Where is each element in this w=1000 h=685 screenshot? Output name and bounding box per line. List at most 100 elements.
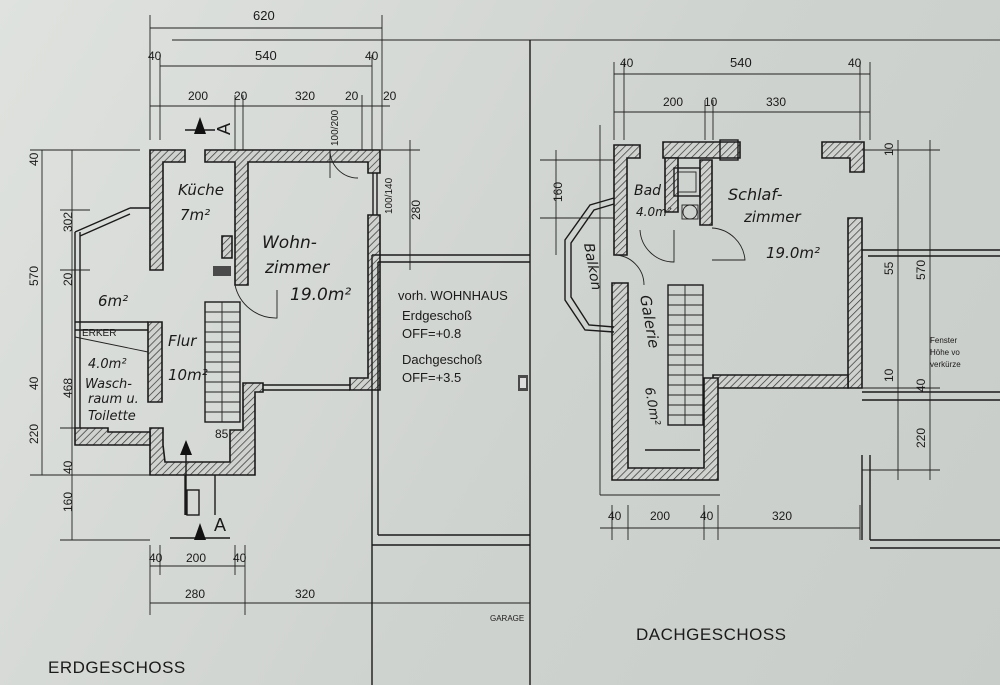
existing-house-title: vorh. WOHNHAUS <box>398 288 508 303</box>
ground-left-dim-9: 160 <box>61 492 75 512</box>
ground-bottom-wall-left: 40 <box>149 551 163 565</box>
attic-dim-inner: 540 <box>730 55 752 70</box>
right-neighbour-outline: Fenster Höhe vo verkürze <box>861 249 1000 549</box>
existing-house: vorh. WOHNHAUS Erdgeschoß OFF=+0.8 Dachg… <box>371 40 531 685</box>
window-note-line-2: Höhe vo <box>930 348 960 357</box>
existing-attic-label: Dachgeschoß <box>402 352 482 367</box>
hall-area: 10m² <box>168 366 208 384</box>
living-line-2: zimmer <box>264 258 330 278</box>
attic-left-dim-160: 160 <box>551 182 565 202</box>
bay-area: 6m² <box>98 292 128 310</box>
wc-line-3: Toilette <box>88 409 136 424</box>
section-mark-top: A <box>185 117 234 135</box>
ground-left-dim-2: 302 <box>61 212 75 232</box>
window-size-label: 100/140 <box>384 177 395 214</box>
ground-dim-inner: 540 <box>255 48 277 63</box>
ground-dim-seg-3: 320 <box>295 89 315 103</box>
ground-dim-seg-2: 20 <box>234 89 248 103</box>
attic-top-dimensions: 40 540 40 200 10 330 <box>613 55 871 140</box>
ground-left-dim-8: 40 <box>61 460 75 474</box>
attic-right-dim-4: 10 <box>882 368 896 382</box>
window-note-line-1: Fenster <box>930 336 957 345</box>
stair-label: 85 <box>215 427 229 441</box>
existing-ground-label: Erdgeschoß <box>402 308 472 323</box>
ground-bottom-right: 320 <box>295 587 315 601</box>
garage-label: GARAGE <box>490 614 524 623</box>
attic-dim-seg-1: 200 <box>663 95 683 109</box>
attic-right-dim-6: 220 <box>914 428 928 448</box>
entrance: A <box>170 440 230 540</box>
bath-area: 4.0m² <box>636 205 672 219</box>
section-mark-bottom-label: A <box>214 515 226 535</box>
ground-left-dim-7: 220 <box>27 424 41 444</box>
attic-left-dimensions: 160 <box>540 150 614 255</box>
ground-dim-seg-5: 20 <box>383 89 397 103</box>
attic-bottom-dim-2: 200 <box>650 509 670 523</box>
attic-right-dim-1: 10 <box>882 142 896 156</box>
gallery-area: 6.0m² <box>641 386 662 427</box>
attic-dim-seg-2: 10 <box>704 95 718 109</box>
ground-dim-seg-4: 20 <box>345 89 359 103</box>
ground-floor-plan: 620 540 40 40 200 20 320 20 20 A <box>27 8 1000 677</box>
kitchen-name: Küche <box>178 181 224 199</box>
attic-floor-title: DACHGESCHOSS <box>636 625 787 644</box>
attic-bottom-dim-4: 320 <box>772 509 792 523</box>
wc-line-1: Wasch- <box>85 377 132 392</box>
kitchen-area: 7m² <box>180 206 210 224</box>
bay-window <box>74 207 150 428</box>
gallery-name: Galerie <box>636 294 663 350</box>
ground-right-dim-280: 280 <box>409 200 423 220</box>
bath-name: Bad <box>634 183 661 199</box>
attic-dim-wall-left: 40 <box>620 56 634 70</box>
ground-left-dim-3: 570 <box>27 266 41 286</box>
ground-bottom-width: 200 <box>186 551 206 565</box>
attic-walls <box>611 141 865 481</box>
living-area: 19.0m² <box>290 285 351 305</box>
ground-bottom-left: 280 <box>185 587 205 601</box>
bay-label: ERKER <box>82 328 116 339</box>
bedroom-line-1: Schlaf- <box>728 185 783 204</box>
ground-floor-title: ERDGESCHOSS <box>48 658 186 677</box>
ground-left-dimensions: 40 302 570 20 468 40 220 40 160 <box>27 149 150 541</box>
bedroom-line-2: zimmer <box>743 208 801 226</box>
attic-floor-plan: 40 540 40 200 10 330 <box>540 55 1000 644</box>
window-note-line-3: verkürze <box>930 360 961 369</box>
living-line-1: Wohn- <box>262 233 317 253</box>
ground-stair: 85 <box>204 301 241 441</box>
bedroom-area: 19.0m² <box>766 244 820 262</box>
ground-left-dim-6: 40 <box>27 376 41 390</box>
bath-fixtures <box>639 167 746 263</box>
ground-room-labels: Küche 7m² Wohn- zimmer 19.0m² 6m² ERKER … <box>82 181 351 424</box>
hall-name: Flur <box>168 332 197 350</box>
ground-bottom-wall-right: 40 <box>233 551 247 565</box>
wc-line-2: raum u. <box>88 392 139 407</box>
existing-attic-level: OFF=+3.5 <box>402 370 461 385</box>
ground-top-dimensions: 620 540 40 40 200 20 320 20 20 <box>148 8 1000 150</box>
attic-dim-seg-3: 330 <box>766 95 786 109</box>
attic-right-dim-5: 40 <box>914 378 928 392</box>
section-mark-top-label: A <box>214 123 234 135</box>
ground-dim-wall-right: 40 <box>365 49 379 63</box>
attic-bottom-dimensions: 40 200 40 320 <box>600 505 861 540</box>
door-size-label: 100/200 <box>330 109 341 146</box>
wc-area: 4.0m² <box>88 357 127 372</box>
ground-bottom-dimensions: 40 200 40 280 320 <box>149 545 530 615</box>
ground-right-dimensions: 100/140 280 100/200 <box>330 109 423 270</box>
existing-ground-level: OFF=+0.8 <box>402 326 461 341</box>
ground-dim-seg-1: 200 <box>188 89 208 103</box>
ground-left-dim-1: 40 <box>27 152 41 166</box>
attic-dim-wall-right: 40 <box>848 56 862 70</box>
attic-stair <box>645 284 704 451</box>
balcony <box>564 197 645 333</box>
living-windows <box>234 149 378 391</box>
attic-right-dim-2: 55 <box>882 261 896 275</box>
ground-dim-overall: 620 <box>253 8 275 23</box>
ground-left-dim-4: 20 <box>61 272 75 286</box>
attic-right-dim-3: 570 <box>914 260 928 280</box>
balcony-name: Balkon <box>580 242 604 292</box>
ground-left-dim-5: 468 <box>61 378 75 398</box>
attic-bottom-dim-1: 40 <box>608 509 622 523</box>
attic-bottom-dim-3: 40 <box>700 509 714 523</box>
